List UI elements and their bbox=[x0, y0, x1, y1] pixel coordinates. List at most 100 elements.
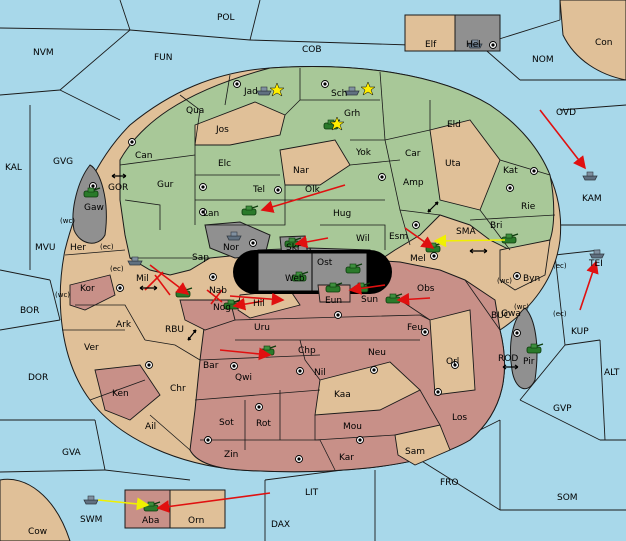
region-label: TEI bbox=[588, 259, 603, 269]
supply-centre-icon bbox=[295, 455, 303, 463]
region-label: Olk bbox=[305, 185, 321, 195]
region-label: Sap bbox=[192, 253, 209, 263]
region-label: KAM bbox=[582, 194, 602, 204]
region-label: Nog bbox=[213, 303, 231, 313]
supply-centre-icon bbox=[296, 367, 304, 375]
region-label: Los bbox=[452, 413, 467, 423]
supply-centre-icon bbox=[489, 41, 497, 49]
region-label: Mou bbox=[343, 422, 362, 432]
supply-centre-icon bbox=[412, 221, 420, 229]
region-label: Kat bbox=[503, 166, 518, 176]
region-label: Sun bbox=[361, 295, 378, 305]
region-label: Rie bbox=[521, 202, 536, 212]
move-orders bbox=[144, 109, 599, 513]
supply-centre-icon bbox=[255, 403, 263, 411]
region-label: Feu bbox=[407, 323, 423, 333]
sea-mil: Mil bbox=[136, 274, 149, 284]
red-patch-kor bbox=[69, 274, 116, 311]
supply-centre-icon bbox=[334, 311, 342, 319]
region-label: Nar bbox=[293, 166, 309, 176]
supply-centre-icon bbox=[249, 239, 257, 247]
region-label: Hel bbox=[466, 40, 481, 50]
region-label: Sam bbox=[405, 447, 425, 457]
region-label: SWM bbox=[80, 515, 102, 525]
region-label: Jad bbox=[243, 87, 258, 97]
sea-sma: SMA bbox=[456, 227, 476, 237]
tan-patch-orl bbox=[429, 309, 476, 396]
sea-nvm: NVM bbox=[33, 48, 54, 58]
sea-gva: GVA bbox=[62, 448, 82, 458]
region-label: Qwi bbox=[235, 373, 252, 383]
region-label: Yok bbox=[355, 148, 372, 158]
region-label: (wc) bbox=[55, 291, 70, 299]
sea-labels: POL NVM FUN COB NOM KAL GVG MVU BOR DOR … bbox=[5, 13, 620, 530]
supply-centre-icon bbox=[145, 361, 153, 369]
region-label: Elf bbox=[425, 40, 437, 50]
supply-centre-icon bbox=[530, 167, 538, 175]
region-label: Lan bbox=[203, 209, 219, 219]
region-label: Byn bbox=[523, 274, 540, 284]
red-patch-ken bbox=[94, 364, 161, 421]
land-labels: Jad Sch Qua Grh Jos Eld Can Yok Car Uta … bbox=[28, 38, 613, 537]
region-label: Can bbox=[135, 151, 153, 161]
region-label: Zin bbox=[224, 450, 238, 460]
region-label: Ken bbox=[112, 389, 129, 399]
region-label: Uta bbox=[445, 159, 461, 169]
region-label: Rot bbox=[256, 419, 271, 429]
region-label: (ec) bbox=[553, 310, 567, 318]
sea-gvp: GVP bbox=[553, 404, 572, 414]
supply-centre-icon bbox=[378, 173, 386, 181]
support-orders bbox=[97, 234, 506, 511]
supply-centre-icon bbox=[128, 138, 136, 146]
region-label: Gwa bbox=[501, 309, 521, 319]
region-label: Orl bbox=[446, 357, 459, 367]
sea-dax: DAX bbox=[271, 520, 290, 530]
tan-patch-sam bbox=[394, 424, 451, 466]
region-label: Kaa bbox=[334, 390, 351, 400]
supply-centre-icon bbox=[199, 183, 207, 191]
region-label: Mel bbox=[410, 254, 426, 264]
sea-rbu: RBU bbox=[165, 325, 184, 335]
region-label: Amp bbox=[403, 178, 424, 188]
region-label: Ail bbox=[145, 422, 156, 432]
region-label: Eun bbox=[325, 296, 342, 306]
grey-region-gaw bbox=[72, 164, 107, 244]
region-label: (wc) bbox=[60, 217, 75, 225]
region-label: Sot bbox=[219, 418, 234, 428]
region-label: Gaw bbox=[84, 203, 104, 213]
region-label: Qua bbox=[186, 106, 204, 116]
sea-som: SOM bbox=[557, 493, 578, 503]
region-label: (ec) bbox=[100, 243, 114, 251]
sea-kal: KAL bbox=[5, 163, 22, 173]
tan-patch-uta bbox=[429, 119, 501, 211]
region-label: Eld bbox=[447, 120, 461, 130]
sea-cob: COB bbox=[302, 45, 322, 55]
sea-fro: FRO bbox=[440, 478, 459, 488]
region-label: Hug bbox=[333, 209, 351, 219]
sea-ovd: OVD bbox=[556, 108, 576, 118]
region-label: Gur bbox=[157, 180, 174, 190]
supply-centre-icon bbox=[230, 362, 238, 370]
region-label: (ec) bbox=[553, 262, 567, 270]
region-label: Jos bbox=[215, 125, 229, 135]
region-label: Aba bbox=[142, 516, 159, 526]
region-label: Ost bbox=[317, 258, 333, 268]
tan-patch-nar bbox=[279, 139, 351, 186]
region-label: Kar bbox=[339, 453, 354, 463]
region-label: Grh bbox=[344, 109, 360, 119]
region-label: Esm bbox=[389, 232, 408, 242]
sea-pol: POL bbox=[217, 13, 235, 23]
region-label: (ec) bbox=[110, 265, 124, 273]
tan-patch-byn bbox=[499, 239, 551, 291]
region-label: Nil bbox=[314, 368, 326, 378]
sea-buc: BUC bbox=[491, 311, 510, 321]
sea-kup: KUP bbox=[571, 327, 589, 337]
region-label: Neu bbox=[368, 348, 386, 358]
supply-centre-icon bbox=[370, 366, 378, 374]
region-label: Orn bbox=[188, 516, 204, 526]
region-label: (wc) bbox=[497, 277, 512, 285]
region-label: Car bbox=[405, 149, 421, 159]
region-label: Tel bbox=[252, 185, 265, 195]
sea-gor: GOR bbox=[108, 183, 128, 193]
supply-centre-icon bbox=[209, 273, 217, 281]
